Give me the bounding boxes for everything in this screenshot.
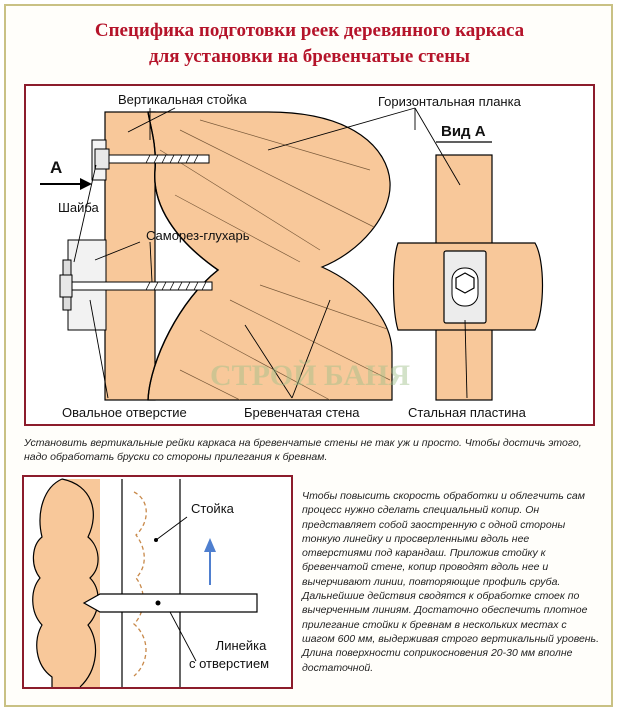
label-ruler-1: Линейка bbox=[215, 638, 267, 653]
label-oval-hole: Овальное отверстие bbox=[62, 405, 187, 420]
label-horizontal-strip: Горизонтальная планка bbox=[378, 94, 521, 109]
view-arrow-head bbox=[80, 178, 92, 190]
lower-screw-shank bbox=[71, 281, 213, 291]
label-arrow-a: А bbox=[50, 158, 63, 177]
title-line-2: для установки на бревенчатые стены bbox=[149, 46, 470, 67]
ruler-shape bbox=[82, 593, 258, 613]
watermark: СТРОЙ БАНЯ bbox=[210, 359, 410, 392]
leader-lines bbox=[73, 107, 468, 399]
label-log-wall: Бревенчатая стена bbox=[244, 405, 360, 420]
label-screw: Саморез-глухарь bbox=[146, 228, 250, 243]
label-view-a: Вид А bbox=[441, 123, 486, 140]
direction-arrow-head bbox=[204, 538, 216, 552]
label-vertical-post: Вертикальная стойка bbox=[118, 92, 247, 107]
label-washer: Шайба bbox=[58, 200, 99, 215]
title-line-1: Специфика подготовки реек деревянного ка… bbox=[94, 20, 525, 41]
caption-top: Установить вертикальные рейки каркаса на… bbox=[24, 437, 582, 463]
log-profile bbox=[61, 478, 99, 688]
upper-screw-shank bbox=[108, 154, 210, 164]
label-post: Стойка bbox=[191, 501, 234, 516]
label-ruler-2: с отверстием bbox=[189, 656, 270, 671]
label-steel-plate: Стальная пластина bbox=[408, 405, 526, 420]
bolt-hex-head bbox=[455, 272, 475, 294]
ruler-hole bbox=[155, 600, 161, 606]
caption-right: Чтобы повысить скорость обработки и обле… bbox=[302, 490, 599, 674]
traced-profile-line bbox=[133, 491, 147, 677]
page-title: Специфика подготовки реек деревянного ка… bbox=[0, 18, 619, 70]
